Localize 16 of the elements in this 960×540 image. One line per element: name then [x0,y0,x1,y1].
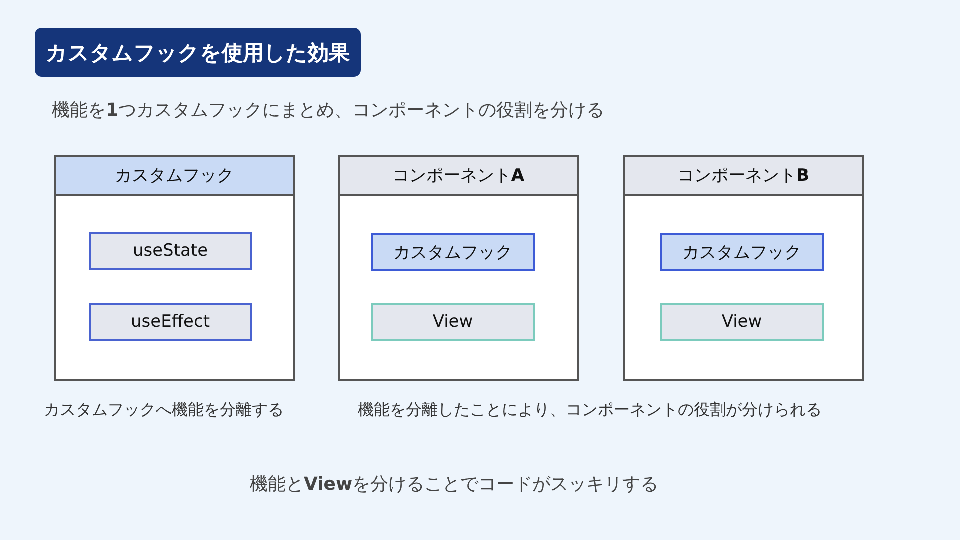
item-box: useState [89,232,252,270]
group-header: カスタムフック [56,157,293,196]
item-box: カスタムフック [660,233,824,271]
item-box: View [371,303,535,341]
group-box [338,155,579,381]
subtitle: 機能を1つカスタムフックにまとめ、コンポーネントの役割を分ける [52,99,605,122]
item-box: useEffect [89,303,252,341]
caption: カスタムフックへ機能を分離する [44,400,284,421]
group-box [623,155,864,381]
note: 機能とViewを分けることでコードがスッキリする [250,473,659,496]
title-banner: カスタムフックを使用した効果 [35,28,361,77]
caption: 機能を分離したことにより、コンポーネントの役割が分けられる [358,400,822,421]
item-box: カスタムフック [371,233,535,271]
group-header: コンポーネントA [340,157,577,196]
group-box [54,155,295,381]
item-box: View [660,303,824,341]
